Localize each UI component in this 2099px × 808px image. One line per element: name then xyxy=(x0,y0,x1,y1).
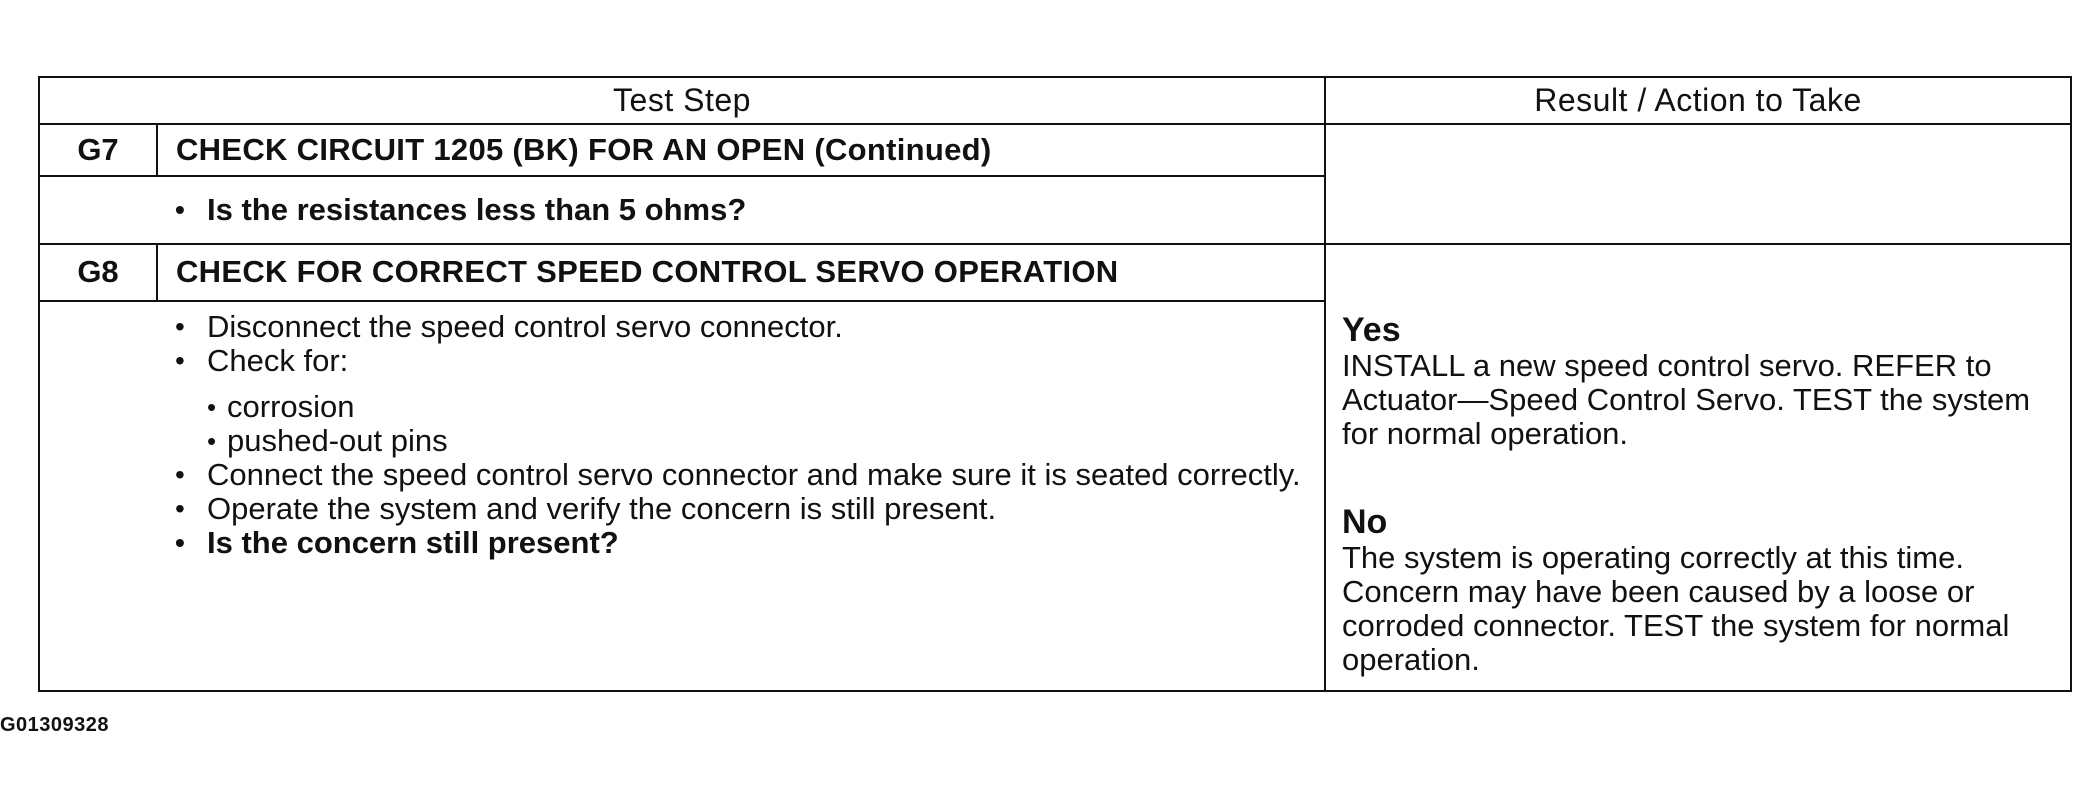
check-list: corrosion pushed-out pins xyxy=(207,389,1324,458)
g8-step-4: Operate the system and verify the concer… xyxy=(157,491,1324,526)
g8-step-1: Disconnect the speed control servo conne… xyxy=(157,309,1324,344)
g7-result-cell xyxy=(1324,123,2072,245)
check-item-corrosion: corrosion xyxy=(207,389,1324,424)
g8-body-blank xyxy=(38,300,157,693)
step-code-g8: G8 xyxy=(38,242,158,302)
header-result: Result / Action to Take xyxy=(1324,75,2072,126)
g8-step-2: Check for: corrosion pushed-out pins xyxy=(157,342,1324,458)
figure-id: G01309328 xyxy=(0,714,110,736)
yes-text: INSTALL a new speed control servo. REFER… xyxy=(1342,347,2031,451)
g8-step-2-label: Check for: xyxy=(207,342,349,378)
g8-question: Is the concern still present? xyxy=(157,525,1324,560)
step-title-g8: CHECK FOR CORRECT SPEED CONTROL SERVO OP… xyxy=(156,242,1326,302)
header-test-step: Test Step xyxy=(38,75,1326,126)
g8-body-row: Disconnect the speed control servo conne… xyxy=(38,299,2071,693)
table-header-row: Test Step Result / Action to Take xyxy=(38,75,2072,126)
step-code-g7: G7 xyxy=(38,123,158,177)
g8-title-row: G8 CHECK FOR CORRECT SPEED CONTROL SERVO… xyxy=(38,242,2072,693)
g7-title-row: G7 CHECK CIRCUIT 1205 (BK) FOR AN OPEN (… xyxy=(38,123,2072,245)
yes-label: Yes xyxy=(1342,310,1401,349)
check-item-pins: pushed-out pins xyxy=(207,423,1324,458)
step-title-g7: CHECK CIRCUIT 1205 (BK) FOR AN OPEN (Con… xyxy=(156,123,1326,177)
g7-body-blank xyxy=(38,175,157,245)
g7-question: Is the resistances less than 5 ohms? xyxy=(157,192,1324,227)
diagnostic-table: Test Step Result / Action to Take G7 CHE… xyxy=(38,75,2072,693)
g8-result-cell: Yes INSTALL a new speed control servo. R… xyxy=(1324,242,2072,693)
no-label: No xyxy=(1342,502,1388,541)
no-text: The system is operating correctly at thi… xyxy=(1342,539,2010,677)
g8-body-cell: Disconnect the speed control servo conne… xyxy=(157,299,1326,693)
g7-body-row: Is the resistances less than 5 ohms? xyxy=(38,174,2071,245)
g7-body-cell: Is the resistances less than 5 ohms? xyxy=(157,174,1326,245)
g8-step-3: Connect the speed control servo connecto… xyxy=(157,457,1324,492)
